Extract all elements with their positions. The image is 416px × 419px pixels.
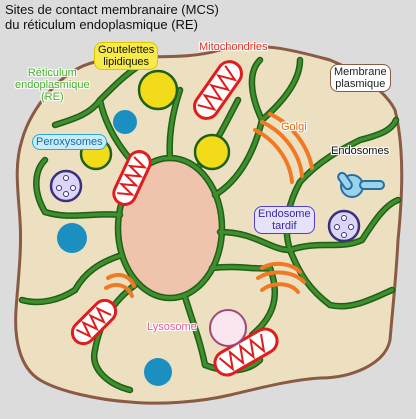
label-late-endosome: Endosome tardif [254, 206, 315, 234]
label-er: Réticulum endoplasmique (RE) [15, 67, 90, 103]
label-lipid-droplets: Goutelettes lipidiques [94, 42, 159, 70]
peroxisome-detail [49, 169, 83, 203]
label-golgi: Golgi [281, 121, 307, 133]
late-endosome [327, 209, 361, 243]
title-line-1: Sites de contact membranaire (MCS) [5, 2, 219, 17]
peroxisome [57, 223, 87, 253]
label-endosomes: Endosomes [331, 145, 390, 157]
label-plasma-membrane: Membrane plasmique [330, 64, 391, 92]
peroxisome [113, 110, 137, 134]
golgi-apparatus [253, 112, 314, 184]
title-line-2: du réticulum endoplasmique (RE) [5, 17, 198, 32]
lipid-droplet [137, 69, 179, 111]
label-mitochondria: Mitochondries [199, 41, 268, 53]
lipid-droplet [193, 133, 231, 171]
golgi-apparatus [256, 261, 306, 294]
label-lysosome: Lysosome [147, 321, 197, 333]
endosome [337, 171, 385, 198]
mitochondrion [112, 150, 152, 206]
mitochondrion [193, 60, 243, 120]
diagram-title: Sites de contact membranaire (MCS) du ré… [5, 2, 219, 32]
label-peroxisomes: Peroxysomes [32, 134, 107, 150]
mitochondrion [70, 298, 118, 346]
golgi-apparatus [104, 272, 136, 298]
nucleus [118, 158, 222, 298]
peroxisome [144, 358, 172, 386]
lysosome [209, 309, 247, 347]
